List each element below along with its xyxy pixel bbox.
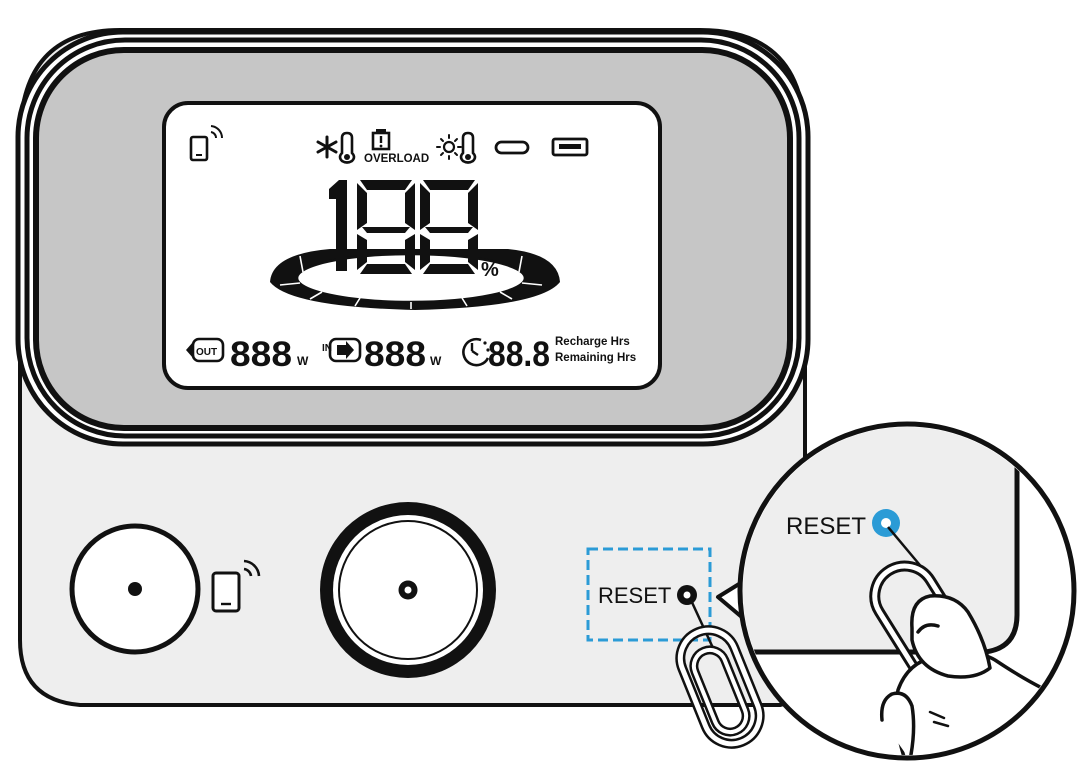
overload-label: OVERLOAD xyxy=(364,153,429,165)
input-label: IN xyxy=(322,343,332,354)
usb-a-port-icon xyxy=(551,137,589,157)
remaining-hrs-label: Remaining Hrs xyxy=(555,352,636,364)
input-arrow-icon xyxy=(337,341,354,359)
lcd-screen: OVERLOAD xyxy=(162,101,662,390)
app-connect-button[interactable] xyxy=(69,523,201,655)
low-temperature-icon xyxy=(316,131,356,164)
percent-sign: % xyxy=(481,259,499,281)
bluetooth-phone-icon xyxy=(211,559,261,613)
zoom-reset-label: RESET xyxy=(786,513,866,540)
output-power-readout: OUT 888 W xyxy=(186,335,309,374)
time-readout: 88.8 Recharge Hrs Remaining Hrs xyxy=(462,335,636,374)
output-label: OUT xyxy=(196,347,217,358)
digit-one xyxy=(329,180,347,271)
reset-highlight-box xyxy=(586,547,712,642)
output-arrow-icon xyxy=(186,342,193,358)
output-watt-unit: W xyxy=(297,354,309,368)
recharge-hrs-label: Recharge Hrs xyxy=(555,336,630,348)
battery-percent-display: 188 % xyxy=(329,180,499,281)
input-power-readout: IN 888 W xyxy=(322,335,442,374)
input-watt-unit: W xyxy=(430,354,442,368)
zoom-reset-pinhole xyxy=(872,509,900,537)
clock-icon xyxy=(462,337,490,367)
time-value: 88.8 xyxy=(488,335,550,374)
overload-icon xyxy=(371,129,391,151)
high-temperature-icon xyxy=(436,131,477,164)
reset-label: RESET xyxy=(598,583,671,608)
digit-eight-first xyxy=(357,180,415,274)
output-watts-value: 888 xyxy=(230,335,292,374)
zoom-callout: RESET xyxy=(716,421,1077,761)
usb-c-port-icon xyxy=(494,140,530,155)
power-button[interactable] xyxy=(320,502,496,678)
input-watts-value: 888 xyxy=(364,335,426,374)
reset-pinhole[interactable] xyxy=(677,585,697,605)
paperclip-tool xyxy=(675,597,765,749)
phone-signal-icon xyxy=(189,125,224,162)
digit-eight-second xyxy=(420,180,478,274)
